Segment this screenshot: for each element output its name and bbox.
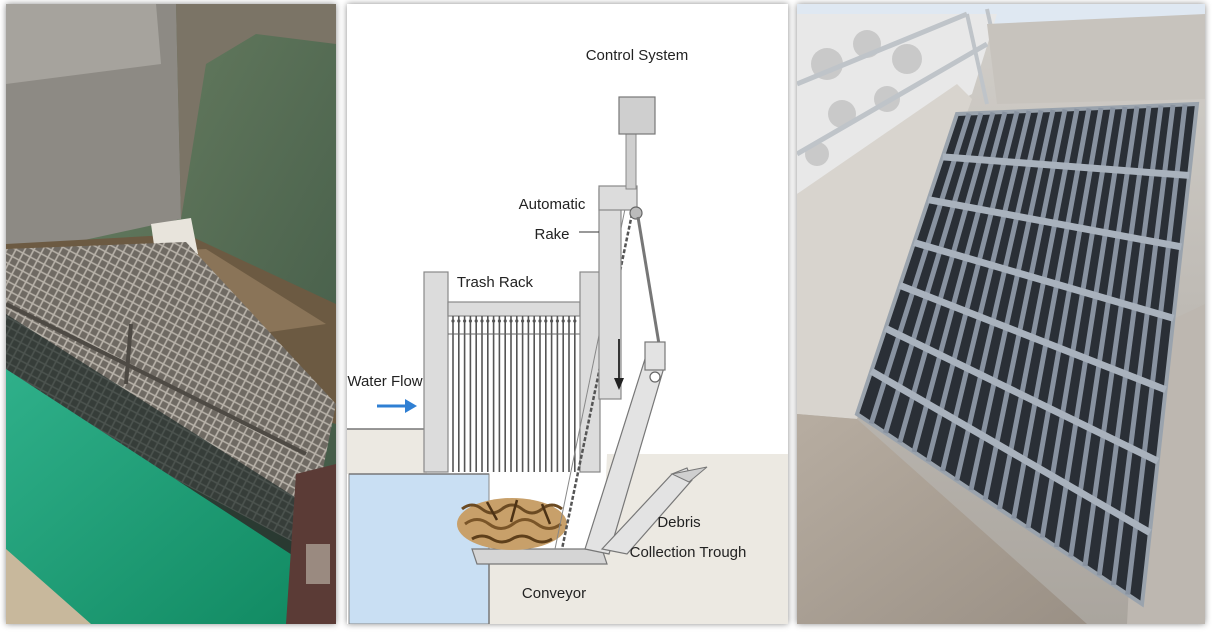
label-water-flow: Water Flow	[347, 373, 422, 390]
label-debris: Debris	[657, 514, 700, 531]
bar-grate-photo	[797, 4, 1205, 624]
grate-crossbar	[869, 368, 1152, 536]
photo-bar-grate	[797, 4, 1205, 624]
grate-crossbar	[913, 239, 1175, 322]
grate-bar	[911, 111, 1008, 453]
diagram-canvas: Control System Automatic Rake Trash Rack…	[347, 47, 788, 624]
grate-bar	[1082, 105, 1152, 567]
grate-bar	[954, 109, 1044, 482]
grate-crossbar	[927, 196, 1182, 251]
label-control-system: Control System	[586, 47, 689, 64]
control-box	[618, 96, 656, 135]
trash-rack-bars	[448, 316, 580, 472]
grate-bar	[1125, 104, 1188, 595]
water-flow-arrow-icon	[377, 399, 417, 413]
grate-crossbar	[884, 325, 1160, 465]
grate-bar	[982, 108, 1068, 501]
rack-top-beam	[447, 301, 581, 317]
grate-bar	[997, 108, 1080, 510]
label-automatic-rake-2: Rake	[534, 226, 569, 243]
grate-bar	[868, 112, 972, 425]
grate-bar	[897, 111, 996, 444]
grate-bar	[968, 109, 1056, 491]
grate-bar	[1096, 105, 1164, 576]
label-automatic-rake-1: Automatic	[519, 196, 586, 213]
grate-bar	[1011, 108, 1092, 519]
grate-bar	[1039, 107, 1116, 538]
label-collection-trough: Collection Trough	[630, 544, 747, 561]
conveyor-mesh-photo	[6, 4, 336, 624]
grate-crossbar	[898, 282, 1167, 393]
down-arrow-icon	[614, 339, 624, 390]
trash-rack-diagram: Control System Automatic Rake Trash Rack…	[347, 4, 788, 624]
grate-bar	[883, 112, 984, 434]
right-pillar	[579, 271, 601, 473]
upstream-ground	[347, 429, 427, 474]
grate-bar	[1054, 106, 1128, 548]
grate-bars	[868, 104, 1190, 595]
grate-crossbar	[942, 153, 1190, 179]
grate-bar	[1025, 107, 1104, 529]
conveyor-belt	[471, 548, 608, 565]
pulley-icon	[629, 206, 643, 220]
photo-conveyor-mesh	[6, 4, 336, 624]
label-trash-rack: Trash Rack	[457, 274, 534, 291]
water-basin	[348, 473, 490, 624]
label-conveyor: Conveyor	[522, 585, 586, 602]
grate-bar	[1068, 106, 1140, 557]
rake-housing	[598, 188, 622, 400]
rake-arm	[636, 216, 661, 345]
debris-pile	[457, 498, 567, 550]
grate-bar	[1111, 104, 1176, 586]
grate-bar	[925, 110, 1020, 463]
left-pillar	[423, 271, 449, 473]
grate-bar	[940, 110, 1032, 472]
